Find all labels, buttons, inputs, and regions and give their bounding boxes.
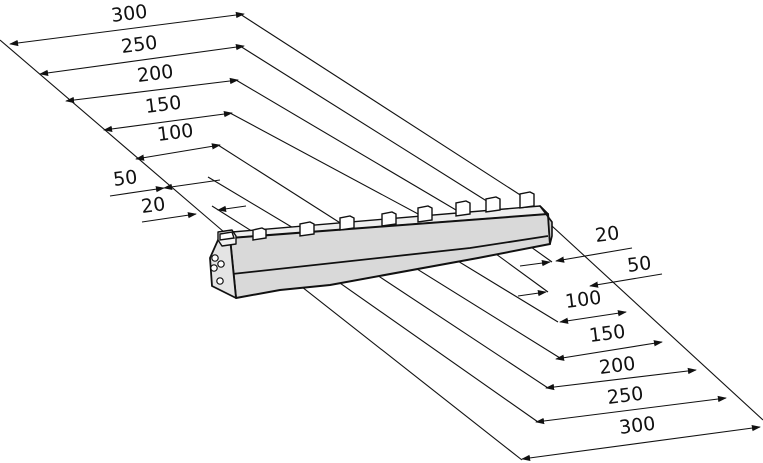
dim-right-20-a [519, 259, 551, 267]
ext-left-200 [235, 79, 457, 211]
label-right-20: 20 [594, 222, 621, 247]
ext-left-300 [239, 13, 529, 201]
dim-left-100 [135, 143, 221, 161]
label-left-300: 300 [110, 1, 149, 27]
end-hole-2 [217, 260, 225, 268]
dim-left-150 [103, 110, 233, 133]
label-right-100: 100 [564, 287, 603, 313]
label-left-200: 200 [136, 61, 175, 87]
end-hole-4 [216, 277, 224, 285]
label-right-250: 250 [606, 383, 645, 409]
dim-left-50-a [109, 186, 165, 197]
peg-1 [252, 227, 267, 241]
label-left-20: 20 [140, 193, 167, 218]
dim-right-150 [555, 340, 663, 361]
dim-right-300 [521, 424, 761, 462]
rail-right-end [539, 205, 553, 245]
dim-left-50-b [163, 179, 221, 190]
label-right-150: 150 [588, 321, 627, 347]
peg-2 [299, 221, 315, 237]
label-left-100: 100 [156, 120, 195, 146]
peg-end-left [219, 231, 235, 241]
end-hole-3 [210, 264, 218, 272]
dim-right-20-b [555, 247, 633, 263]
dim-left-300 [9, 11, 245, 47]
dim-right-200 [545, 367, 697, 391]
peg-3 [339, 215, 355, 231]
right-dimension-lines [517, 247, 761, 462]
ext-right-origin [539, 214, 763, 421]
peg-5 [417, 205, 433, 223]
label-right-200: 200 [598, 353, 637, 379]
dim-left-250 [39, 43, 245, 77]
rail-lower-chamfer [231, 235, 549, 275]
dim-right-100 [559, 310, 627, 324]
peg-6 [455, 200, 471, 217]
ext-left-100 [217, 144, 346, 227]
dim-left-20-a [141, 212, 197, 223]
peg-4 [381, 211, 397, 227]
peg-8 [519, 191, 535, 209]
label-left-250: 250 [120, 32, 159, 58]
label-right-50: 50 [626, 252, 653, 277]
dim-left-200 [65, 77, 239, 104]
rail-bar [209, 205, 553, 299]
left-labels: 300 250 200 150 100 50 20 [110, 1, 195, 218]
rail-pegs [219, 191, 535, 241]
right-labels: 20 50 100 150 200 250 300 [564, 222, 657, 439]
ext-left-250 [239, 45, 494, 206]
end-hole-1 [211, 254, 219, 262]
rail-left-end [209, 237, 237, 299]
label-left-150: 150 [144, 92, 183, 118]
label-left-50: 50 [112, 166, 139, 191]
left-extension-lines [0, 13, 529, 236]
ext-left-50 [207, 176, 301, 233]
ext-left-origin [0, 39, 225, 233]
label-right-300: 300 [618, 413, 657, 439]
dim-right-250 [535, 395, 727, 425]
dim-right-50-a [517, 290, 547, 297]
left-dimension-lines [9, 11, 247, 223]
dim-right-50-b [589, 273, 663, 288]
dim-left-20-b [217, 205, 247, 212]
ext-left-150 [229, 112, 421, 216]
peg-7 [485, 196, 501, 213]
